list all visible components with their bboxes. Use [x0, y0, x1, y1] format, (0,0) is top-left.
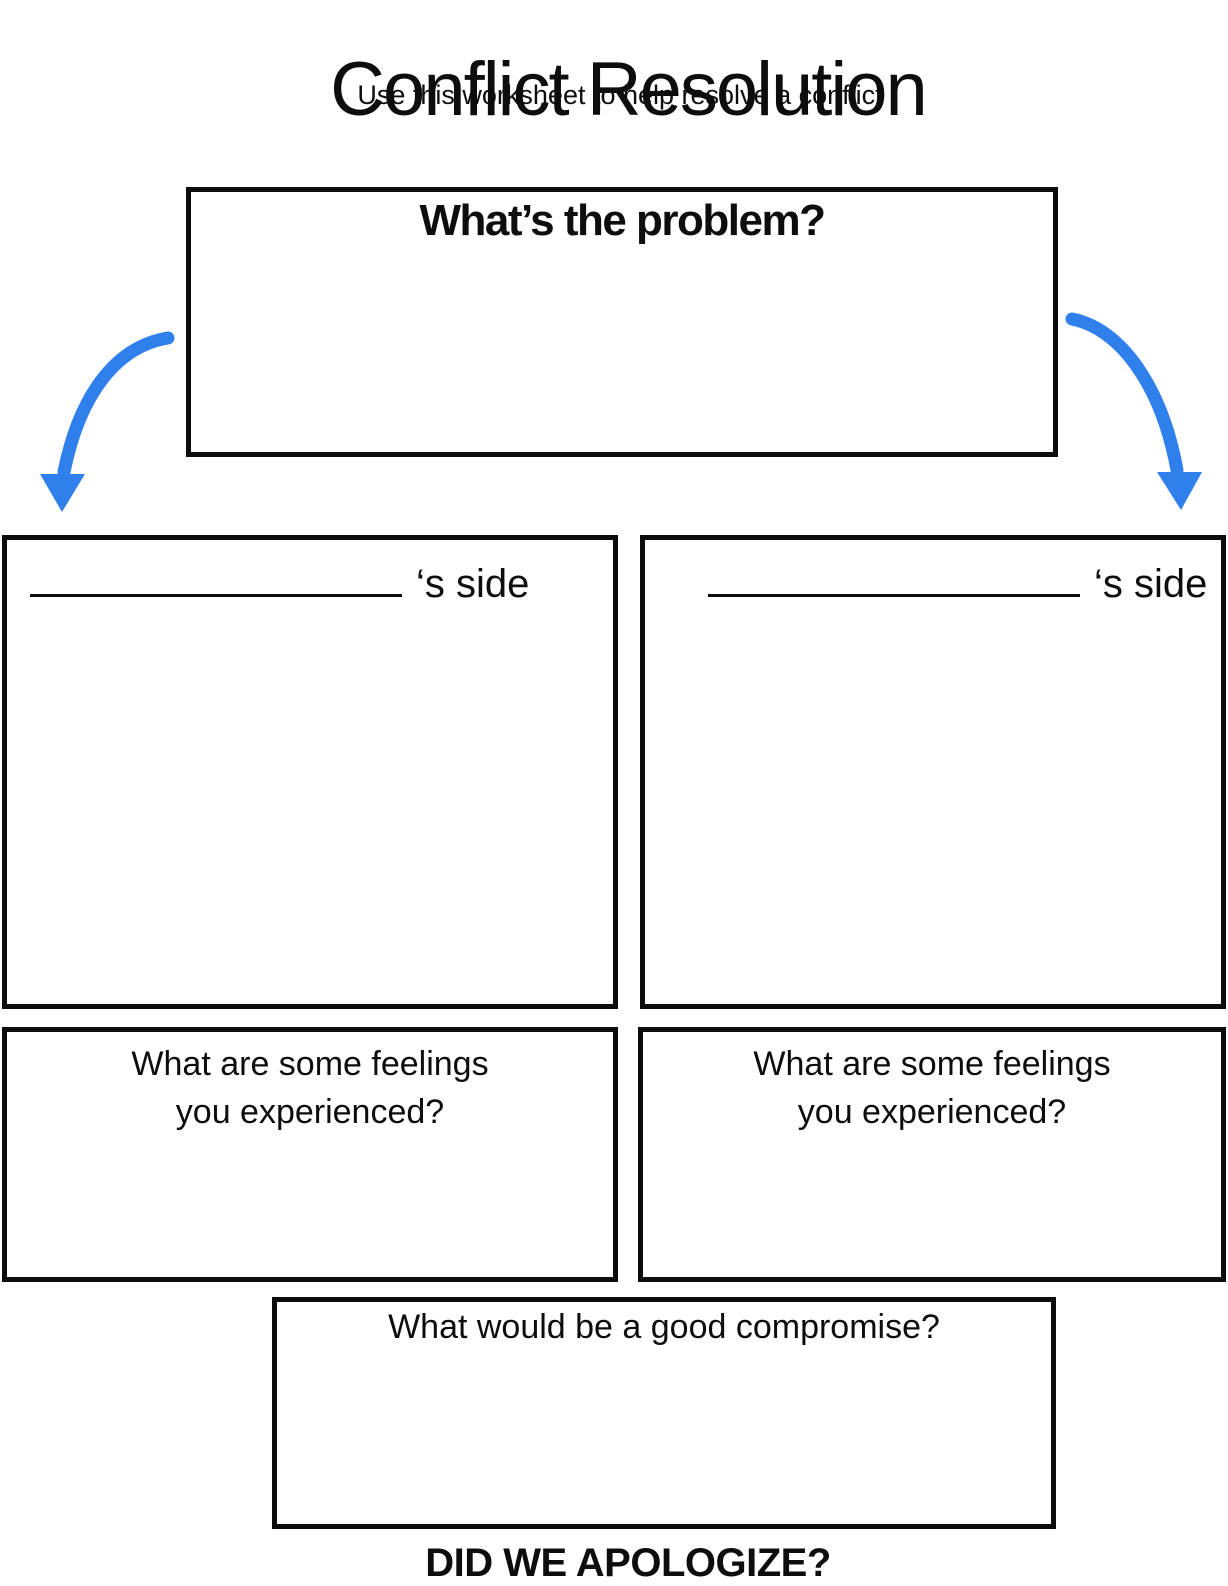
right-side-suffix: ‘s side — [1094, 562, 1208, 606]
right-feelings-heading: What are some feelings you experienced? — [643, 1040, 1221, 1137]
left-side-suffix: ‘s side — [416, 562, 530, 606]
problem-heading: What’s the problem? — [419, 196, 827, 245]
compromise-heading: What would be a good compromise? — [388, 1308, 940, 1346]
page-subtitle: Use this worksheet to help resolve a con… — [357, 80, 883, 110]
right-name-blank-line[interactable] — [708, 594, 1080, 597]
right-feelings-answer-area[interactable] — [643, 1142, 1221, 1277]
apologize-heading: DID WE APOLOGIZE? — [425, 1541, 831, 1585]
left-feelings-box: What are some feelings you experienced? — [2, 1027, 618, 1282]
right-side-header: ‘s side — [645, 562, 1221, 607]
left-feelings-line1: What are some feelings — [131, 1045, 489, 1083]
right-feelings-line1: What are some feelings — [753, 1045, 1111, 1083]
left-side-answer-area[interactable] — [7, 630, 613, 1004]
left-side-header: ‘s side — [7, 562, 613, 607]
problem-answer-area[interactable] — [191, 252, 1053, 452]
left-feelings-line2: you experienced? — [175, 1093, 445, 1132]
right-side-box: ‘s side — [640, 535, 1226, 1009]
page-title: Conflict Resolution — [330, 46, 928, 132]
right-side-answer-area[interactable] — [645, 630, 1221, 1004]
left-name-blank-line[interactable] — [30, 594, 402, 597]
curved-down-arrow-icon — [1065, 312, 1202, 510]
left-feelings-heading: What are some feelings you experienced? — [7, 1040, 613, 1137]
right-feelings-box: What are some feelings you experienced? — [638, 1027, 1226, 1282]
problem-box: What’s the problem? — [186, 187, 1058, 457]
left-feelings-answer-area[interactable] — [7, 1142, 613, 1277]
compromise-answer-area[interactable] — [277, 1358, 1051, 1524]
right-feelings-line2: you experienced? — [797, 1093, 1067, 1132]
compromise-box: What would be a good compromise? — [272, 1297, 1056, 1529]
curved-down-arrow-icon — [40, 331, 175, 512]
left-side-box: ‘s side — [2, 535, 618, 1009]
